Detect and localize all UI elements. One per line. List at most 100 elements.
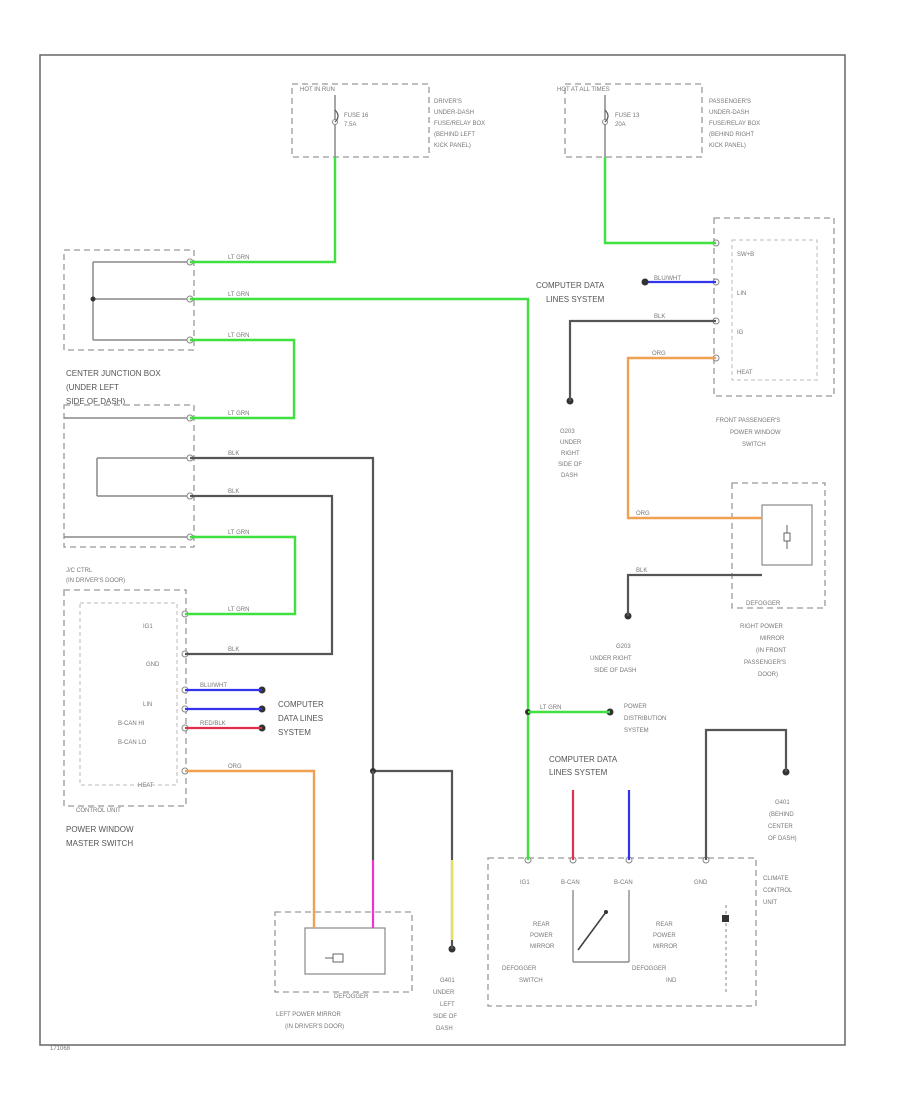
center-junction-box-lower: [63, 404, 195, 548]
fuse-box-left: HOT IN RUN FUSE 16 7.5A DRIVER'S UNDER-D…: [291, 83, 485, 158]
power-window-master-switch: J/C CTRL (IN DRIVER'S DOOR) IG1 GND LIN …: [63, 568, 189, 848]
cdl-0: COMPUTER: [278, 700, 324, 709]
computer-data-bottom: COMPUTER DATA LINES SYSTEM: [549, 755, 618, 777]
computer-data-left: COMPUTER DATA LINES SYSTEM: [258, 686, 324, 737]
fp-desc-2: SWITCH: [742, 442, 766, 448]
wl-bluwht-1: BLU/WHT: [654, 276, 681, 282]
fp-desc-0: FRONT PASSENGER'S: [716, 418, 780, 424]
g203-4: DASH: [561, 473, 578, 479]
ms-pin-5: HEAT: [138, 783, 154, 789]
cc-sw-3: DEFOGGER: [502, 966, 537, 972]
wire-org-right-heater: [626, 356, 762, 520]
g401-0: G401: [775, 800, 790, 806]
fuse-right-hot-label: HOT AT ALL TIMES: [557, 87, 610, 93]
cc-ind-0: REAR: [656, 922, 673, 928]
g203b-1: UNDER RIGHT: [590, 656, 632, 662]
lm-desc-1: (IN DRIVER'S DOOR): [285, 1024, 344, 1030]
diagram-border: [39, 54, 846, 1046]
fp-pin-1: LIN: [737, 291, 746, 297]
ms-pin-1: GND: [146, 662, 160, 668]
ms-pin-2: LIN: [143, 702, 152, 708]
fuse-left-line1: FUSE 16: [344, 113, 369, 119]
pd-1: DISTRIBUTION: [624, 716, 666, 722]
ms-desc-1: MASTER SWITCH: [66, 839, 133, 848]
fuse-right-desc-4: KICK PANEL): [709, 143, 746, 149]
g401-3: OF DASH): [768, 836, 797, 842]
right-heater-element: [783, 525, 791, 549]
cc-ind-4: IND: [666, 978, 677, 984]
cc-pin-2: B-CAN: [614, 880, 633, 886]
cc-ind-2: MIRROR: [653, 944, 678, 950]
rm-desc-0: RIGHT POWER: [740, 624, 784, 630]
wl-ltgrn-3: LT GRN: [540, 705, 561, 711]
g401b-0: G401: [440, 978, 455, 984]
center-junction-line1: (UNDER LEFT: [66, 383, 119, 392]
ground-g203-lower: G203 UNDER RIGHT SIDE OF DASH: [590, 612, 636, 674]
cc-ind-1: POWER: [653, 933, 676, 939]
cdb-0: COMPUTER DATA: [549, 755, 618, 764]
ms-pin-3: B-CAN HI: [118, 721, 145, 727]
wl-ltgrn-7: LT GRN: [228, 607, 249, 613]
cc-desc-1: CONTROL: [763, 888, 793, 894]
rm-desc-3: PASSENGER'S: [744, 660, 786, 666]
fuse-left-desc-2: FUSE/RELAY BOX: [434, 121, 485, 127]
g203-3: SIDE OF: [558, 462, 582, 468]
cc-sw-1: POWER: [530, 933, 553, 939]
fp-pin-0: SW+B: [737, 252, 754, 258]
wl-ltgrn-6: LT GRN: [228, 530, 249, 536]
indicator-led-icon: [722, 915, 729, 922]
wire-lt-grn-junction: [190, 338, 296, 420]
g401b-2: LEFT: [440, 1002, 455, 1008]
ground-g401-left: G401 UNDER LEFT SIDE OF DASH: [433, 945, 457, 1032]
figure-id: 171068: [50, 1046, 71, 1052]
cc-sw-2: MIRROR: [530, 944, 555, 950]
wl-blk-1: BLK: [228, 451, 239, 457]
g401-1: (BEHIND: [769, 812, 794, 818]
fp-pin-3: HEAT: [737, 370, 753, 376]
right-power-mirror: DEFOGGER RIGHT POWER MIRROR (IN FRONT PA…: [731, 482, 826, 678]
cc-sw-0: REAR: [533, 922, 550, 928]
wl-org-1: ORG: [652, 351, 666, 357]
wire-lt-grn-climate-ig1: [190, 297, 530, 860]
cdl-1: DATA LINES: [278, 714, 323, 723]
fuse-left-desc-4: KICK PANEL): [434, 143, 471, 149]
wl-bluwht-2: BLU/WHT: [200, 683, 227, 689]
cc-pin-3: GND: [694, 880, 708, 886]
g203-2: RIGHT: [561, 451, 580, 457]
left-heater-element: [325, 953, 344, 963]
fuse-left-desc-3: (BEHIND LEFT: [434, 132, 475, 138]
fp-desc-1: POWER WINDOW: [730, 430, 781, 436]
wl-blk-5: BLK: [636, 568, 647, 574]
wire-blk-master-gnd: [185, 494, 334, 656]
center-junction-line2: SIDE OF DASH): [66, 397, 125, 406]
g401-2: CENTER: [768, 824, 793, 830]
front-passenger-window-switch: SW+B LIN IG HEAT FRONT PASSENGER'S POWER…: [712, 217, 835, 448]
wl-blk-2: BLK: [228, 489, 239, 495]
cc-pin-0: IG1: [520, 880, 530, 886]
cc-desc-0: CLIMATE: [763, 876, 789, 882]
left-power-mirror: DEFOGGER LEFT POWER MIRROR (IN DRIVER'S …: [274, 911, 413, 1030]
pd-0: POWER: [624, 704, 647, 710]
rm-inner-label: DEFOGGER: [746, 601, 781, 607]
cdl-2: SYSTEM: [278, 728, 311, 737]
cc-pin-1: B-CAN: [561, 880, 580, 886]
wire-lt-grn-fuse16: [190, 157, 337, 264]
lm-inner: DEFOGGER: [334, 994, 369, 1000]
ground-g203-upper: G203 UNDER RIGHT SIDE OF DASH: [558, 397, 582, 479]
fuse-right-line1: FUSE 13: [615, 113, 640, 119]
ms-conn-1: (IN DRIVER'S DOOR): [66, 578, 125, 584]
fuse-left-desc-1: UNDER-DASH: [434, 110, 474, 116]
ms-pin-4: B-CAN LO: [118, 740, 147, 746]
cc-ind-3: DEFOGGER: [632, 966, 667, 972]
fuse-symbol: [334, 109, 339, 123]
g401b-1: UNDER: [433, 990, 455, 996]
ms-inner: CONTROL UNIT: [76, 808, 121, 814]
g203-0: G203: [560, 429, 575, 435]
wl-ltgrn-2: LT GRN: [228, 292, 249, 298]
defogger-switch-contact: [577, 911, 607, 951]
g401b-3: SIDE OF: [433, 1014, 457, 1020]
fuse-right-desc-1: UNDER-DASH: [709, 110, 749, 116]
ground-g401-center: G401 (BEHIND CENTER OF DASH): [768, 768, 797, 842]
ms-conn-0: J/C CTRL: [66, 568, 93, 574]
